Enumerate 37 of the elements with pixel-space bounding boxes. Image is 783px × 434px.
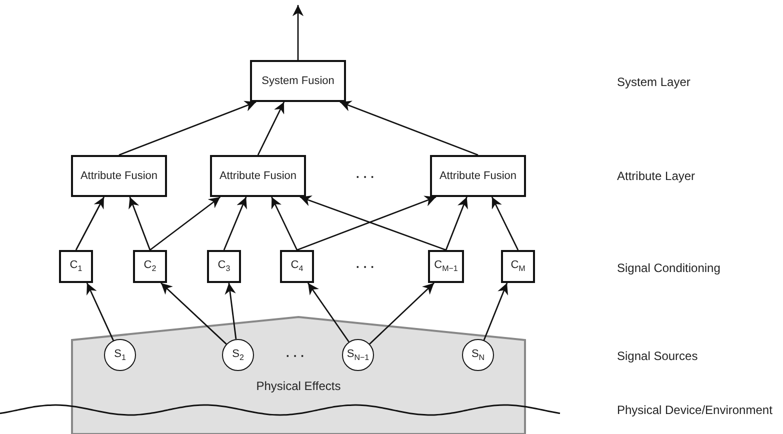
process-box: Attribute Fusion bbox=[71, 155, 167, 197]
layer-label: Attribute Layer bbox=[617, 169, 696, 183]
layer-label: System Layer bbox=[617, 75, 690, 89]
physical-effects-region bbox=[71, 316, 526, 434]
process-box: Attribute Fusion bbox=[210, 155, 306, 197]
process-box: Attribute Fusion bbox=[430, 155, 526, 197]
arrow bbox=[307, 282, 350, 342]
process-box: System Fusion bbox=[250, 60, 346, 102]
signal-box: C$_{M−1}$ bbox=[428, 250, 464, 283]
layer-label: Signal Conditioning bbox=[617, 261, 720, 275]
arrow bbox=[223, 196, 247, 250]
signal-box: C$_{4}$ bbox=[280, 250, 314, 283]
ellipsis: · · · bbox=[286, 349, 305, 363]
signal-box: C$_{3}$ bbox=[207, 250, 241, 283]
arrow bbox=[257, 102, 285, 156]
arrow bbox=[160, 282, 227, 345]
arrow bbox=[75, 196, 105, 250]
arrow bbox=[340, 100, 478, 156]
arrow bbox=[292, 5, 304, 60]
ellipsis: · · · bbox=[356, 260, 375, 274]
arrow bbox=[150, 196, 221, 251]
arrow bbox=[491, 196, 519, 250]
arrow bbox=[224, 282, 237, 340]
arrow bbox=[118, 100, 256, 156]
signal-box: C$_{1}$ bbox=[59, 250, 93, 283]
layer-label: Physical Device/Environment bbox=[617, 403, 772, 417]
arrow bbox=[445, 196, 468, 250]
arrow bbox=[369, 282, 434, 344]
region-label: Physical Effects bbox=[256, 379, 341, 393]
signal-box: C$_{2}$ bbox=[133, 250, 167, 283]
arrow bbox=[483, 282, 508, 340]
ellipsis: · · · bbox=[356, 170, 375, 184]
signal-box: C$_{M}$ bbox=[501, 250, 535, 283]
arrow bbox=[271, 196, 298, 250]
layer-label: Signal Sources bbox=[617, 349, 698, 363]
arrow bbox=[86, 282, 114, 341]
arrow bbox=[128, 196, 151, 250]
